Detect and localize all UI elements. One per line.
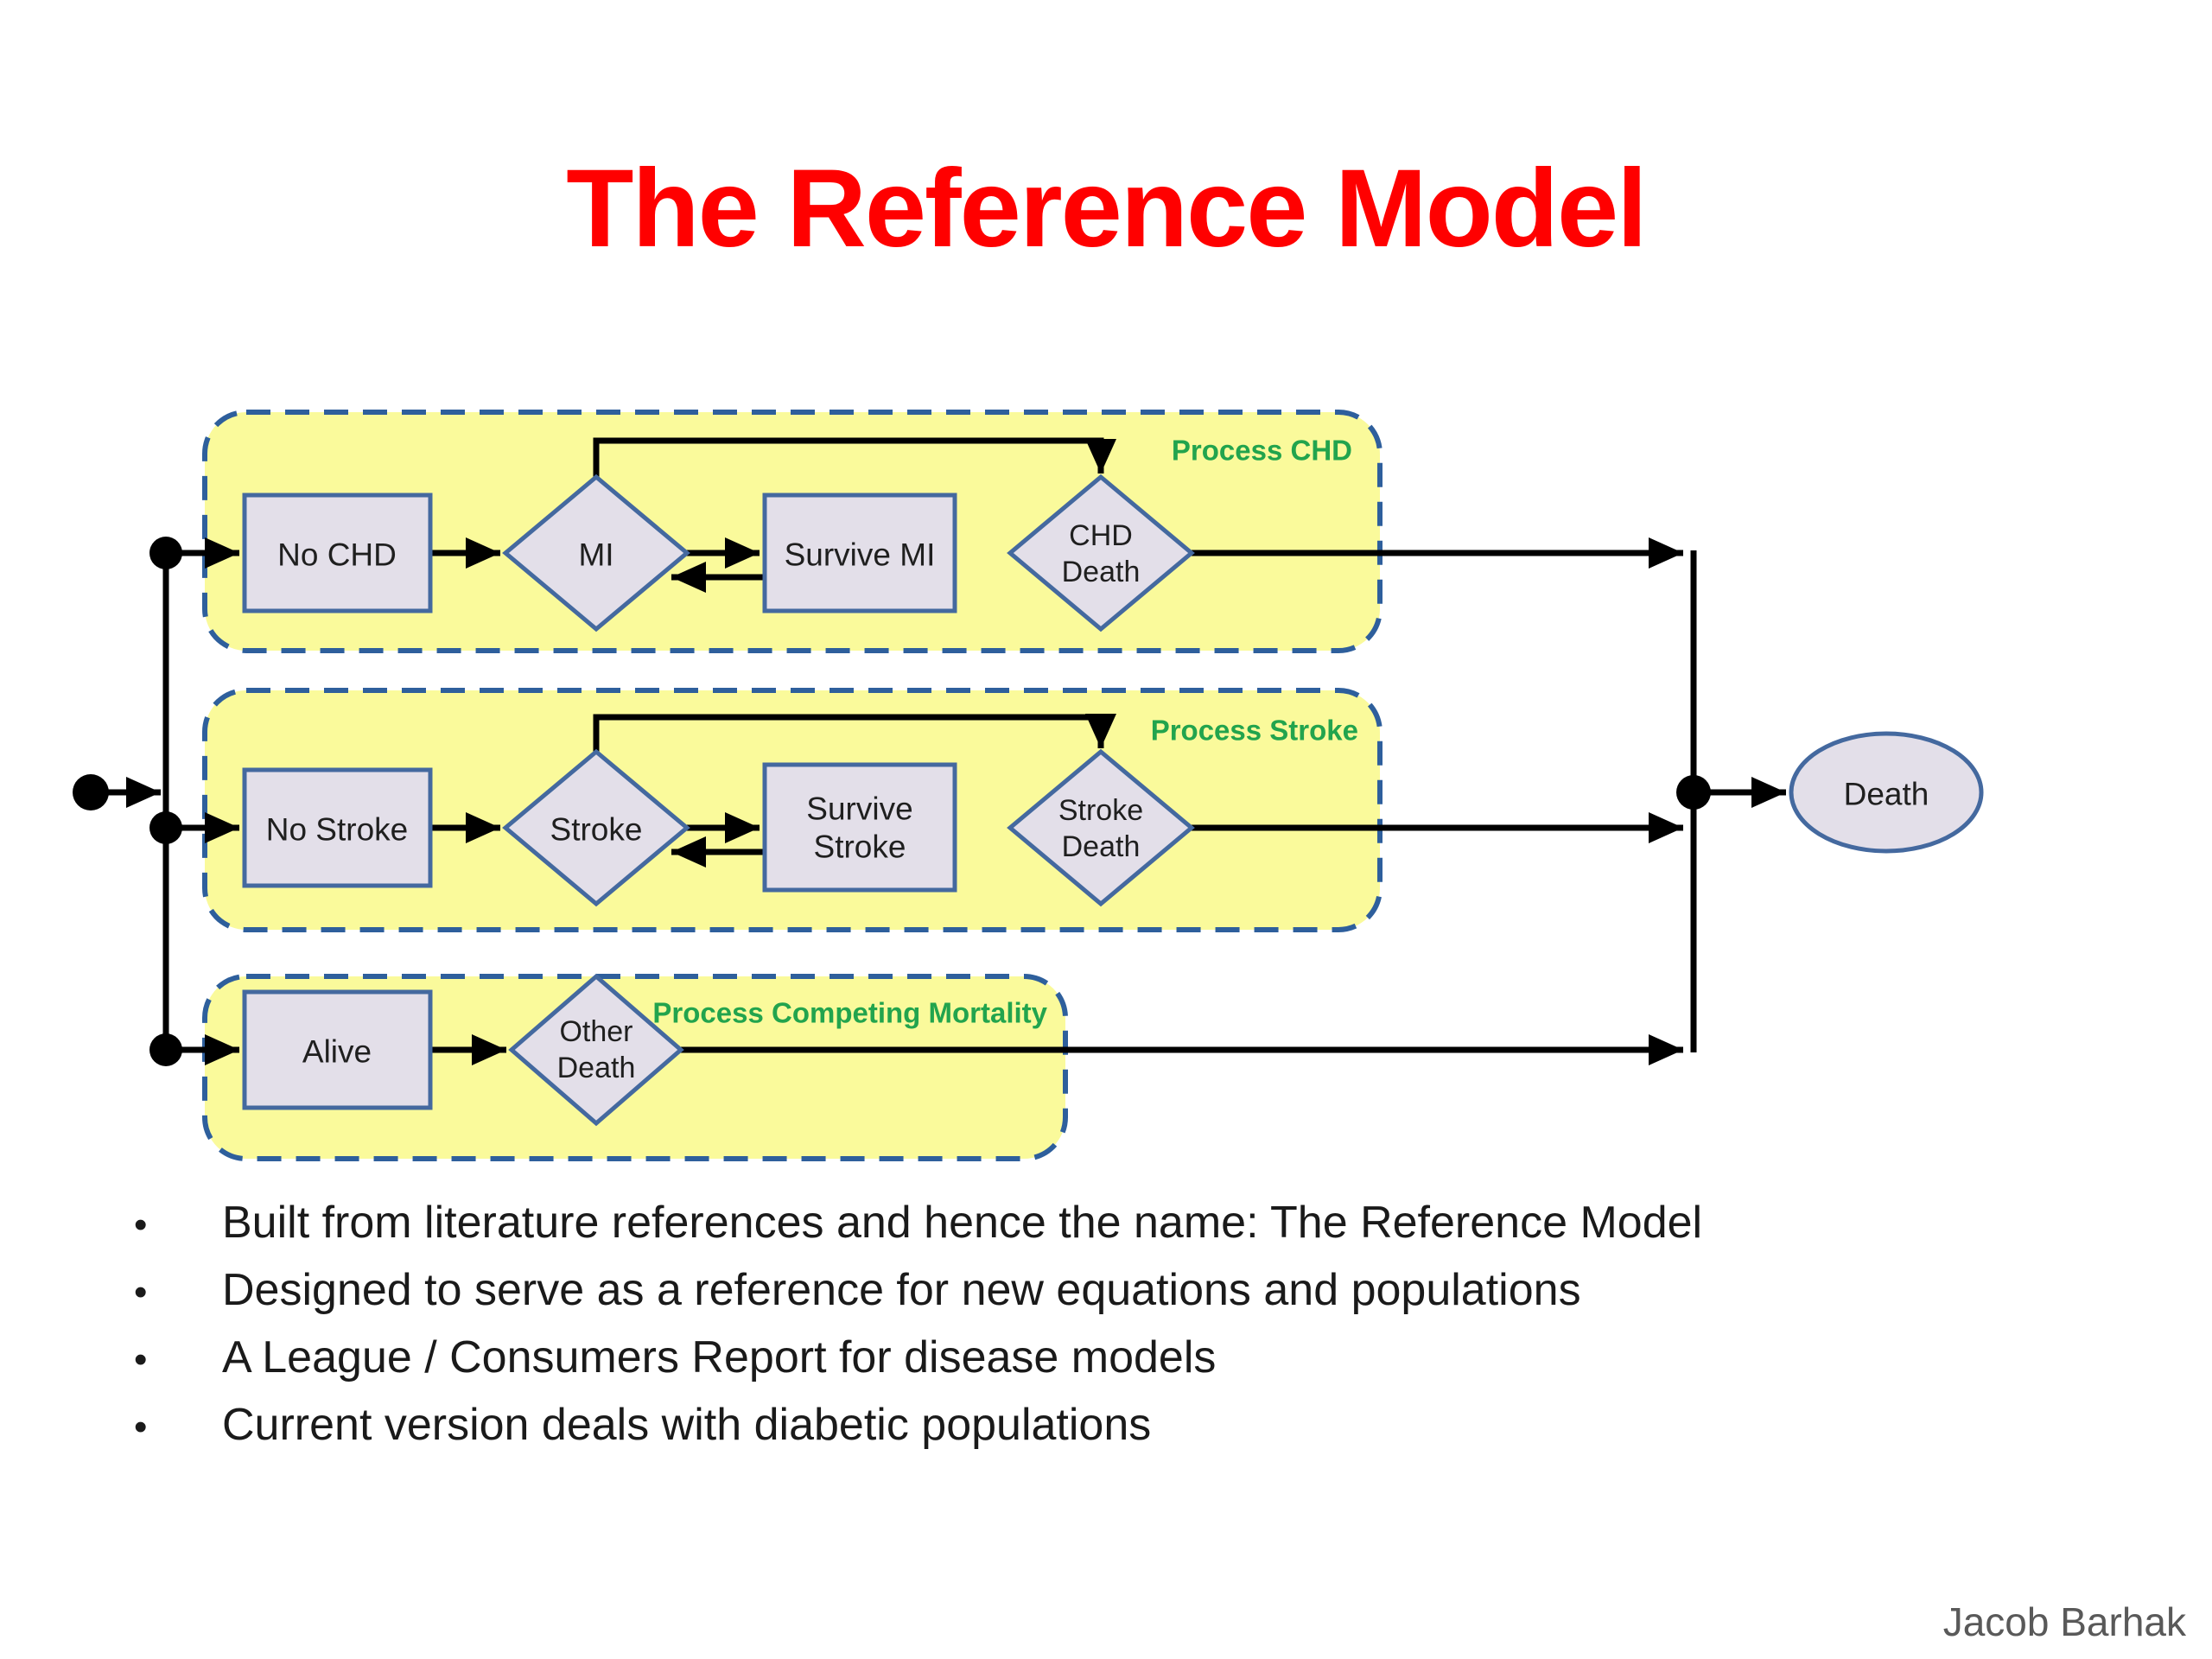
mi-diamond: [502, 474, 690, 632]
stroke-to-stroke-death-loop: [593, 714, 1116, 752]
bullet-text: Built from literature references and hen…: [222, 1198, 1703, 1248]
bullet-marker: •: [134, 1271, 148, 1313]
other-death-diamond: [508, 973, 684, 1127]
bullet-marker: •: [134, 1406, 148, 1448]
region-label-process-competing-mortality: Process Competing Mortality: [652, 997, 1047, 1029]
bullet-item: • Designed to serve as a reference for n…: [134, 1264, 2078, 1332]
alive-box: [242, 989, 433, 1110]
chd-death-label-line2: Death: [1062, 556, 1141, 588]
bullet-item: • A League / Consumers Report for diseas…: [134, 1332, 2078, 1399]
death-ellipse: [1789, 731, 1984, 854]
stroke-diamond: [502, 748, 690, 907]
other-death-label-line2: Death: [557, 1052, 636, 1084]
mi-label: MI: [578, 537, 613, 573]
bullet-text: A League / Consumers Report for disease …: [222, 1332, 1217, 1382]
other-death-label-line1: Other: [559, 1015, 632, 1048]
survive-stroke-label-line1: Survive: [806, 791, 912, 827]
survive-mi-label: Survive MI: [785, 537, 936, 573]
no-chd-label: No CHD: [277, 537, 397, 573]
survive-mi-box: [762, 493, 957, 613]
bullet-list: • Built from literature references and h…: [134, 1197, 2078, 1466]
survive-stroke-label-line2: Stroke: [814, 830, 906, 865]
mi-to-chd-death-loop: [593, 437, 1116, 477]
region-label-process-stroke: Process Stroke: [1151, 715, 1358, 747]
stroke-death-label-line2: Death: [1062, 830, 1141, 863]
start-node-dot: [73, 774, 109, 810]
junction-dot-stroke: [149, 811, 182, 844]
slide-title: The Reference Model: [566, 147, 1647, 270]
no-stroke-label: No Stroke: [266, 812, 409, 848]
stroke-death-label-line1: Stroke: [1058, 794, 1143, 827]
alive-label: Alive: [302, 1034, 372, 1070]
survive-stroke-box: [762, 762, 957, 893]
stroke-death-diamond: [1007, 748, 1195, 907]
chd-death-diamond: [1007, 474, 1195, 632]
bullet-marker: •: [134, 1204, 148, 1246]
junction-dot-alive: [149, 1033, 182, 1066]
bullet-item: • Current version deals with diabetic po…: [134, 1399, 2078, 1466]
junction-dot-death: [1676, 775, 1711, 810]
no-stroke-box: [242, 767, 433, 888]
no-chd-box: [242, 493, 433, 613]
bullet-text: Designed to serve as a reference for new…: [222, 1265, 1581, 1315]
region-label-process-chd: Process CHD: [1172, 435, 1352, 467]
bullet-text: Current version deals with diabetic popu…: [222, 1400, 1152, 1450]
bullet-item: • Built from literature references and h…: [134, 1197, 2078, 1264]
death-label: Death: [1844, 777, 1929, 812]
author-attribution: Jacob Barhak: [1942, 1599, 2186, 1644]
bullet-marker: •: [134, 1338, 148, 1381]
chd-death-label-line1: CHD: [1069, 519, 1133, 552]
junction-dot-chd: [149, 537, 182, 569]
stroke-label: Stroke: [550, 812, 643, 848]
